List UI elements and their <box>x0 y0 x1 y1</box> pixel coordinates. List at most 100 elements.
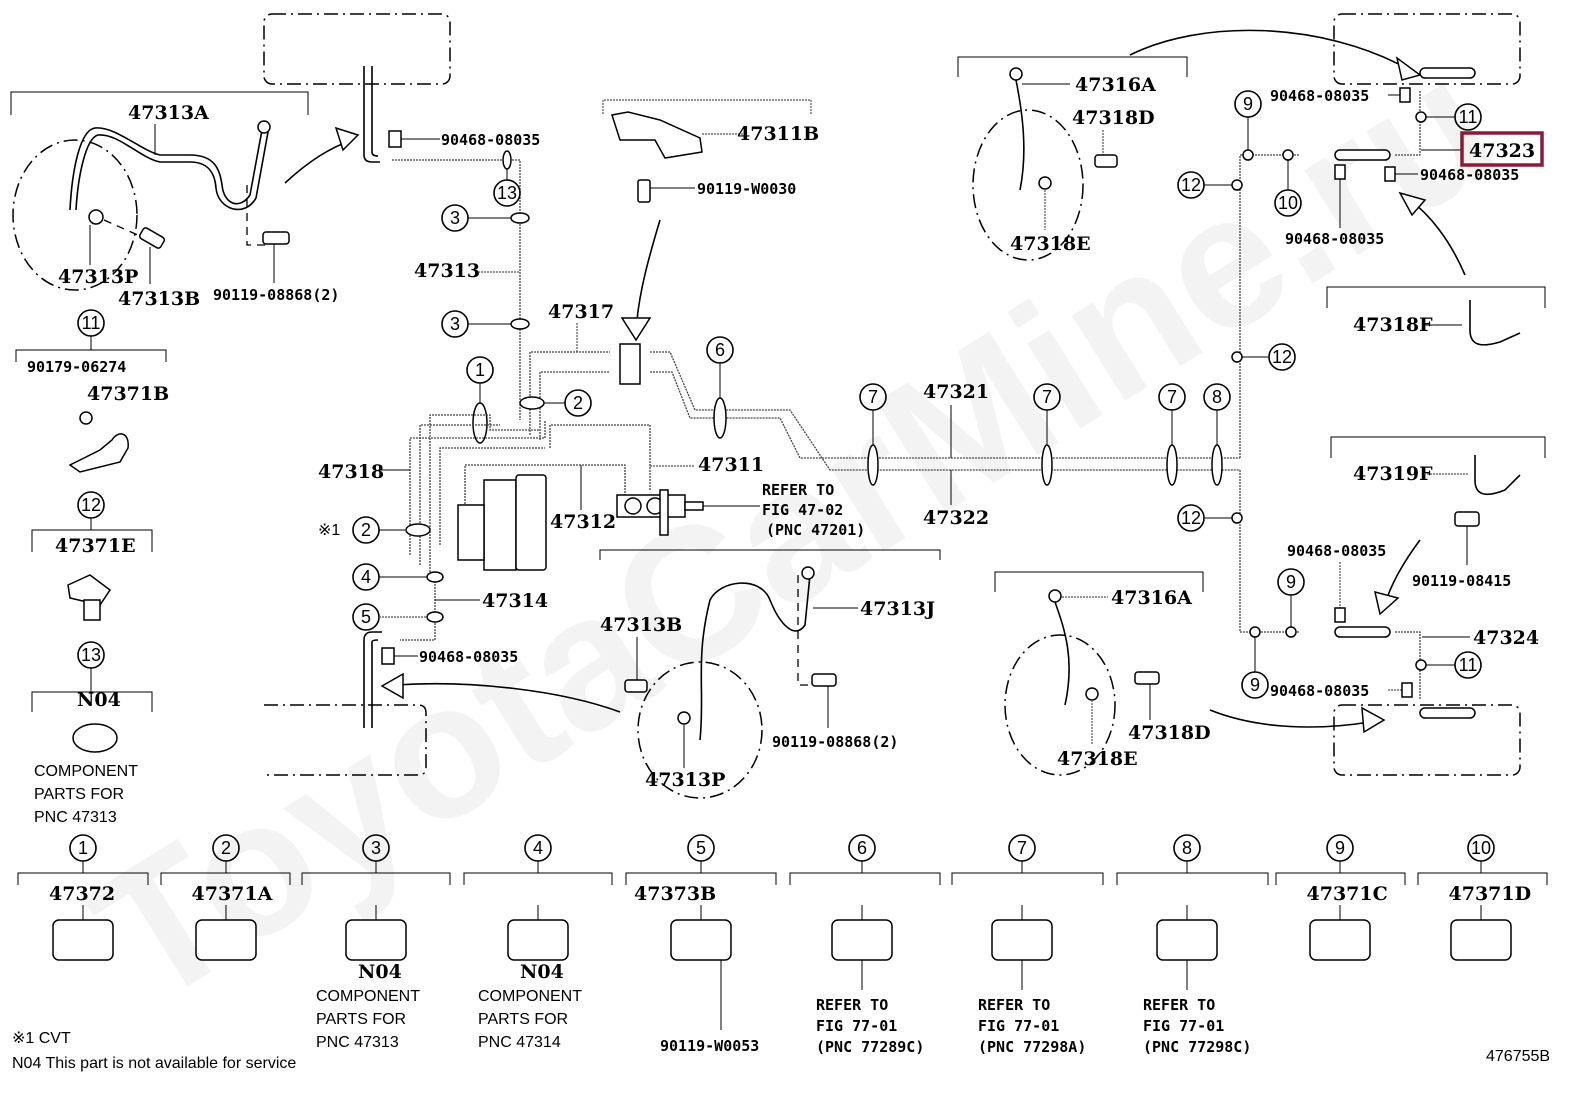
label-47316A-bot[interactable]: 47316A <box>1111 587 1192 609</box>
abs-actuator-body[interactable] <box>483 479 517 571</box>
legend-part-shape[interactable] <box>195 919 257 961</box>
label-47313P-tl[interactable]: 47313P <box>58 266 138 288</box>
clip-90468-08035-r3[interactable] <box>1334 164 1346 180</box>
legend-part-shape[interactable] <box>52 919 114 961</box>
label-47319F[interactable]: 47319F <box>1353 463 1433 485</box>
bolt-47313B-mid[interactable] <box>624 679 648 693</box>
legend-part-shape[interactable] <box>670 919 732 961</box>
legend-note-line[interactable]: FIG 77-01 <box>816 1017 897 1035</box>
pipe-47318-d[interactable] <box>439 447 545 545</box>
label-47313[interactable]: 47313 <box>414 260 480 282</box>
legend-part-shape[interactable] <box>831 919 893 961</box>
label-47316A-top[interactable]: 47316A <box>1075 74 1156 96</box>
legend-part-label[interactable]: 47371D <box>1449 883 1532 905</box>
pipe-47317-b[interactable] <box>539 371 610 440</box>
callout-10[interactable] <box>1274 189 1302 217</box>
clip-90468-08035-r1[interactable] <box>1399 87 1411 103</box>
label-90119-W0030[interactable]: 90119-W0030 <box>697 180 796 198</box>
grommet-N04[interactable] <box>72 723 118 753</box>
legend-part-label[interactable]: 47373B <box>634 883 716 905</box>
pipe-47312[interactable] <box>464 464 626 510</box>
bolt-47313B[interactable] <box>138 227 166 249</box>
legend-part-label[interactable]: N04 <box>358 961 402 983</box>
label-47318E-bot[interactable]: 47318E <box>1057 748 1138 770</box>
bracket-part-47311B[interactable] <box>611 111 703 159</box>
clip-90468-08035-mid[interactable] <box>381 647 395 665</box>
brake-hose-47313J[interactable] <box>699 574 811 741</box>
legend-part-shape[interactable] <box>1156 919 1218 961</box>
label-90119-08868-tl[interactable]: 90119-08868(2) <box>213 286 339 304</box>
label-47318D-bot[interactable]: 47318D <box>1128 722 1211 744</box>
callout-13-a[interactable] <box>493 179 521 207</box>
bolt-90119-W0030[interactable] <box>637 179 651 203</box>
callout-9-c[interactable] <box>1241 671 1269 699</box>
label-47324[interactable]: 47324 <box>1473 627 1539 649</box>
label-47322[interactable]: 47322 <box>923 507 989 529</box>
clamp-47371B[interactable] <box>68 433 129 473</box>
label-90468-08035-r4[interactable]: 90468-08035 <box>1287 542 1386 560</box>
label-N04-left[interactable]: N04 <box>77 689 121 711</box>
label-47313J[interactable]: 47313J <box>860 598 935 620</box>
washer-47313P[interactable] <box>88 209 104 225</box>
label-47317[interactable]: 47317 <box>548 301 614 323</box>
callout-11-b[interactable] <box>1454 651 1482 679</box>
label-90468-08035-top[interactable]: 90468-08035 <box>441 131 540 149</box>
label-47311B[interactable]: 47311B <box>737 123 819 145</box>
clip-90468-08035-r4[interactable] <box>1334 607 1346 623</box>
pipe-47313[interactable] <box>392 159 521 420</box>
label-90468-08035-mid[interactable]: 90468-08035 <box>419 648 518 666</box>
nut-47318E-top[interactable] <box>1038 176 1052 190</box>
legend-part-shape[interactable] <box>991 919 1053 961</box>
legend-part-label[interactable]: N04 <box>520 961 564 983</box>
callout-12-b[interactable] <box>1268 343 1296 371</box>
label-47318F[interactable]: 47318F <box>1353 314 1433 336</box>
clip-90468-08035-r5[interactable] <box>1401 682 1413 698</box>
label-47311[interactable]: 47311 <box>698 454 764 476</box>
legend-note-line[interactable]: FIG 77-01 <box>978 1017 1059 1035</box>
label-47321[interactable]: 47321 <box>923 381 989 403</box>
pipe-47324-run[interactable] <box>1239 470 1300 633</box>
pipe-47321-a[interactable] <box>650 351 1240 471</box>
bolt-90119-08868[interactable] <box>262 231 290 245</box>
label-47313A[interactable]: 47313A <box>128 102 209 124</box>
nut-47318E-bot[interactable] <box>1085 687 1099 701</box>
washer-47313P-mid[interactable] <box>677 711 691 725</box>
brake-hose-47316A-bot[interactable] <box>1054 601 1070 706</box>
label-47371B[interactable]: 47371B <box>87 383 169 405</box>
label-90468-08035-r3[interactable]: 90468-08035 <box>1285 230 1384 248</box>
pipe-47318-b[interactable] <box>419 424 500 565</box>
label-47314[interactable]: 47314 <box>482 590 548 612</box>
clip-90468-08035-top[interactable] <box>388 130 402 148</box>
abs-actuator-motor[interactable] <box>515 474 547 571</box>
label-90468-08035-r5[interactable]: 90468-08035 <box>1270 682 1369 700</box>
legend-part-shape[interactable] <box>1450 919 1512 961</box>
legend-note-line[interactable]: FIG 77-01 <box>1143 1017 1224 1035</box>
bolt-47318D-bot[interactable] <box>1134 671 1160 685</box>
label-47318[interactable]: 47318 <box>318 461 384 483</box>
pipe-47324[interactable] <box>1395 631 1421 700</box>
pipe-47318-a[interactable] <box>429 414 540 575</box>
label-47318D-top[interactable]: 47318D <box>1072 107 1155 129</box>
legend-part-shape[interactable] <box>507 919 569 961</box>
label-90468-08035-r1[interactable]: 90468-08035 <box>1270 87 1369 105</box>
clip-47371E[interactable] <box>67 574 112 606</box>
label-47313P-mid[interactable]: 47313P <box>645 769 725 791</box>
bolt-90119-08868-mid[interactable] <box>811 673 837 687</box>
hose-47319F[interactable] <box>1474 455 1521 496</box>
pipe-47311[interactable] <box>549 424 651 490</box>
legend-part-label[interactable]: 47371C <box>1307 883 1388 905</box>
legend-part-shape[interactable] <box>345 919 407 961</box>
label-90468-08035-r2[interactable]: 90468-08035 <box>1420 166 1519 184</box>
legend-part-shape[interactable] <box>1309 919 1371 961</box>
bolt-90119-08415[interactable] <box>1454 511 1480 527</box>
legend-note-line[interactable]: 90119-W0053 <box>660 1037 759 1055</box>
callout-2-a[interactable] <box>564 389 592 417</box>
label-90179-06274[interactable]: 90179-06274 <box>27 358 126 376</box>
legend-part-label[interactable]: 47371A <box>192 883 273 905</box>
brake-hose-47316A-top[interactable] <box>1015 79 1025 191</box>
label-47323[interactable]: 47323 <box>1469 140 1535 162</box>
callout-11-a[interactable] <box>1454 103 1482 131</box>
pipe-47318-c[interactable] <box>409 420 546 555</box>
label-47371E[interactable]: 47371E <box>55 535 136 557</box>
proportioning-valve[interactable] <box>619 343 641 385</box>
